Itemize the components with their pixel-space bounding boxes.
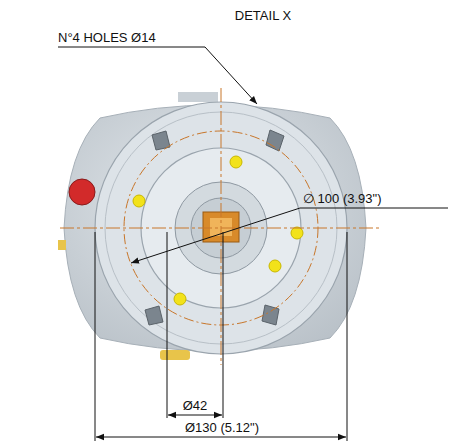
detail-title: DETAIL X xyxy=(235,8,291,23)
hole-note: N°4 HOLES Ø14 xyxy=(58,30,156,45)
bore-dimension: Ø42 xyxy=(183,398,208,413)
outer-dimension: Ø130 (5.12") xyxy=(185,420,259,435)
pcd-dimension: ∅ 100 (3.93") xyxy=(303,191,382,206)
